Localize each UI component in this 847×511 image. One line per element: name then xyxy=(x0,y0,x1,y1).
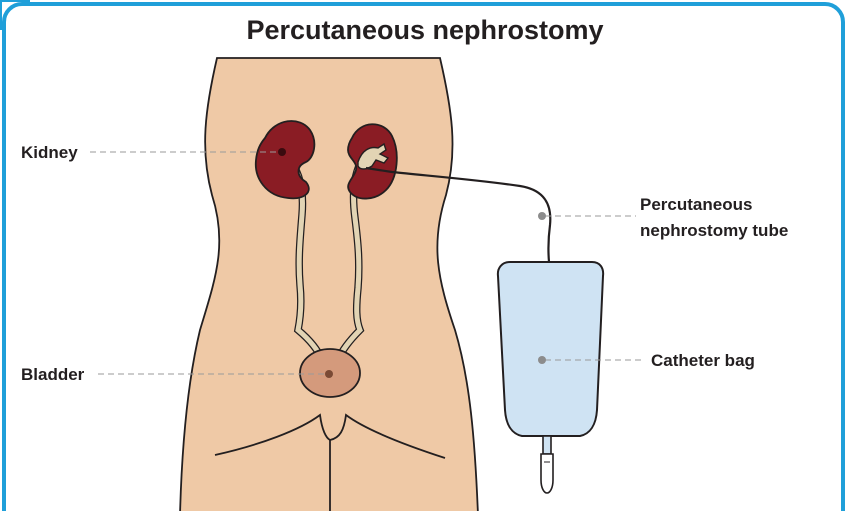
diagram-title: Percutaneous nephrostomy xyxy=(246,15,603,45)
bag-outlet xyxy=(543,436,551,454)
label-bladder: Bladder xyxy=(21,365,85,384)
body-silhouette xyxy=(180,58,478,511)
label-catheter-bag: Catheter bag xyxy=(651,351,755,370)
bag-drain-valve xyxy=(541,454,553,493)
tube-dot xyxy=(538,212,546,220)
label-tube-line2: nephrostomy tube xyxy=(640,221,788,240)
bladder-dot xyxy=(325,370,333,378)
label-kidney: Kidney xyxy=(21,143,78,162)
label-tube-line1: Percutaneous xyxy=(640,195,752,214)
kidney-dot xyxy=(278,148,286,156)
catheter-bag xyxy=(498,262,603,436)
bag-dot xyxy=(538,356,546,364)
